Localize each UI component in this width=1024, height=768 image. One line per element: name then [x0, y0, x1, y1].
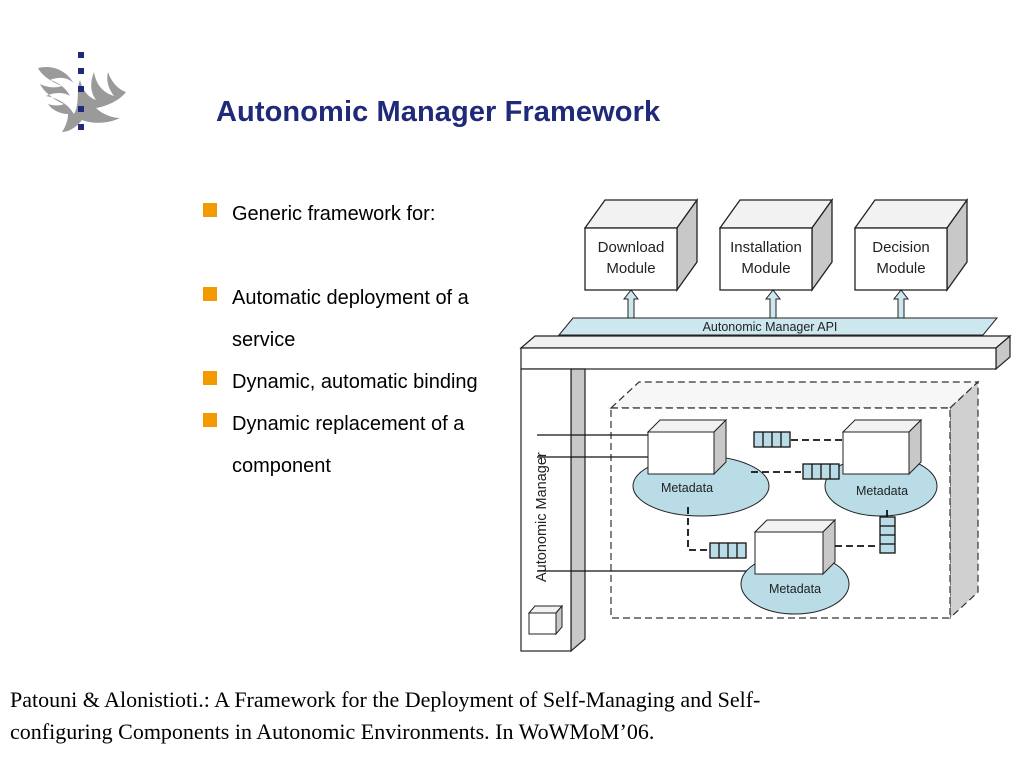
api-bar: Autonomic Manager API — [557, 317, 999, 336]
autonomic-manager-frame: Autonomic Manager — [519, 334, 1012, 653]
queue-3 — [709, 542, 747, 559]
small-cube — [527, 604, 564, 636]
slide-title: Autonomic Manager Framework — [216, 96, 661, 128]
metadata-label: Metadata — [661, 481, 713, 495]
module-label: Module — [741, 260, 790, 277]
decision-module: Decision Module — [853, 197, 969, 293]
citation: Patouni & Alonistioti.: A Framework for … — [10, 684, 1010, 748]
component-2: Metadata — [824, 418, 938, 517]
download-module: Download Module — [583, 197, 699, 293]
module-label: Installation — [730, 239, 802, 256]
module-label: Module — [606, 260, 655, 277]
architecture-diagram: Download Module Installation Module Deci… — [519, 197, 1012, 653]
component-1: Metadata — [632, 418, 770, 517]
citation-line: Patouni & Alonistioti.: A Framework for … — [10, 687, 761, 712]
queue-2 — [802, 463, 840, 480]
manager-connectors — [537, 434, 758, 572]
module-label: Decision — [872, 239, 930, 256]
queue-1 — [753, 431, 791, 448]
university-flame-logo-icon — [38, 52, 126, 132]
api-label: Autonomic Manager API — [703, 320, 838, 334]
citation-line: configuring Components in Autonomic Envi… — [10, 719, 655, 744]
queue-4 — [879, 516, 896, 554]
bullet-item: Dynamic replacement of a component — [203, 403, 493, 487]
module-label: Module — [876, 260, 925, 277]
installation-module: Installation Module — [718, 197, 834, 293]
module-label: Download — [598, 239, 665, 256]
metadata-label: Metadata — [769, 582, 821, 596]
component-3: Metadata — [740, 518, 850, 615]
bullet-item: Dynamic, automatic binding — [203, 361, 493, 403]
bullet-item: Generic framework for: — [203, 193, 493, 235]
metadata-label: Metadata — [856, 484, 908, 498]
bullet-list: Generic framework for: Automatic deploym… — [203, 193, 493, 487]
bullet-item: Automatic deployment of a service — [203, 277, 493, 361]
manager-label: Autonomic Manager — [534, 452, 550, 582]
